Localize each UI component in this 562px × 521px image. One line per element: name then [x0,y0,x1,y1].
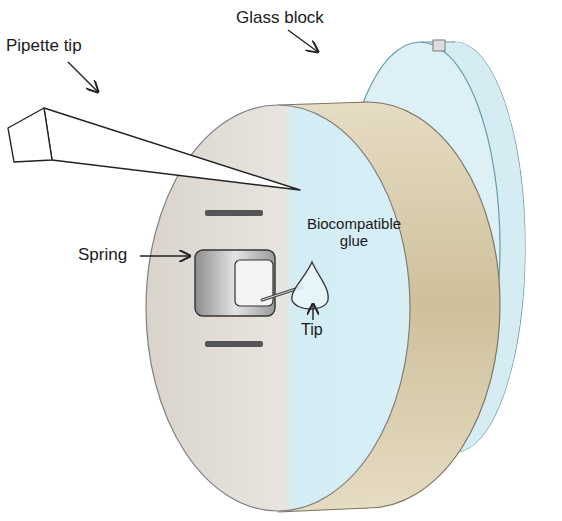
guide-slot [205,210,263,216]
glue-droplet [292,262,328,309]
pipette-tip [8,108,300,190]
part-label: Glass block [236,8,324,28]
part-label: Pipette tip [6,36,82,56]
guide-slot [205,341,263,347]
spring-clip [195,250,275,316]
part-label: Spring [78,245,127,265]
part-label: Tip [301,321,323,339]
part-label: Biocompatible glue [298,215,410,250]
leader-arrows [68,30,318,320]
